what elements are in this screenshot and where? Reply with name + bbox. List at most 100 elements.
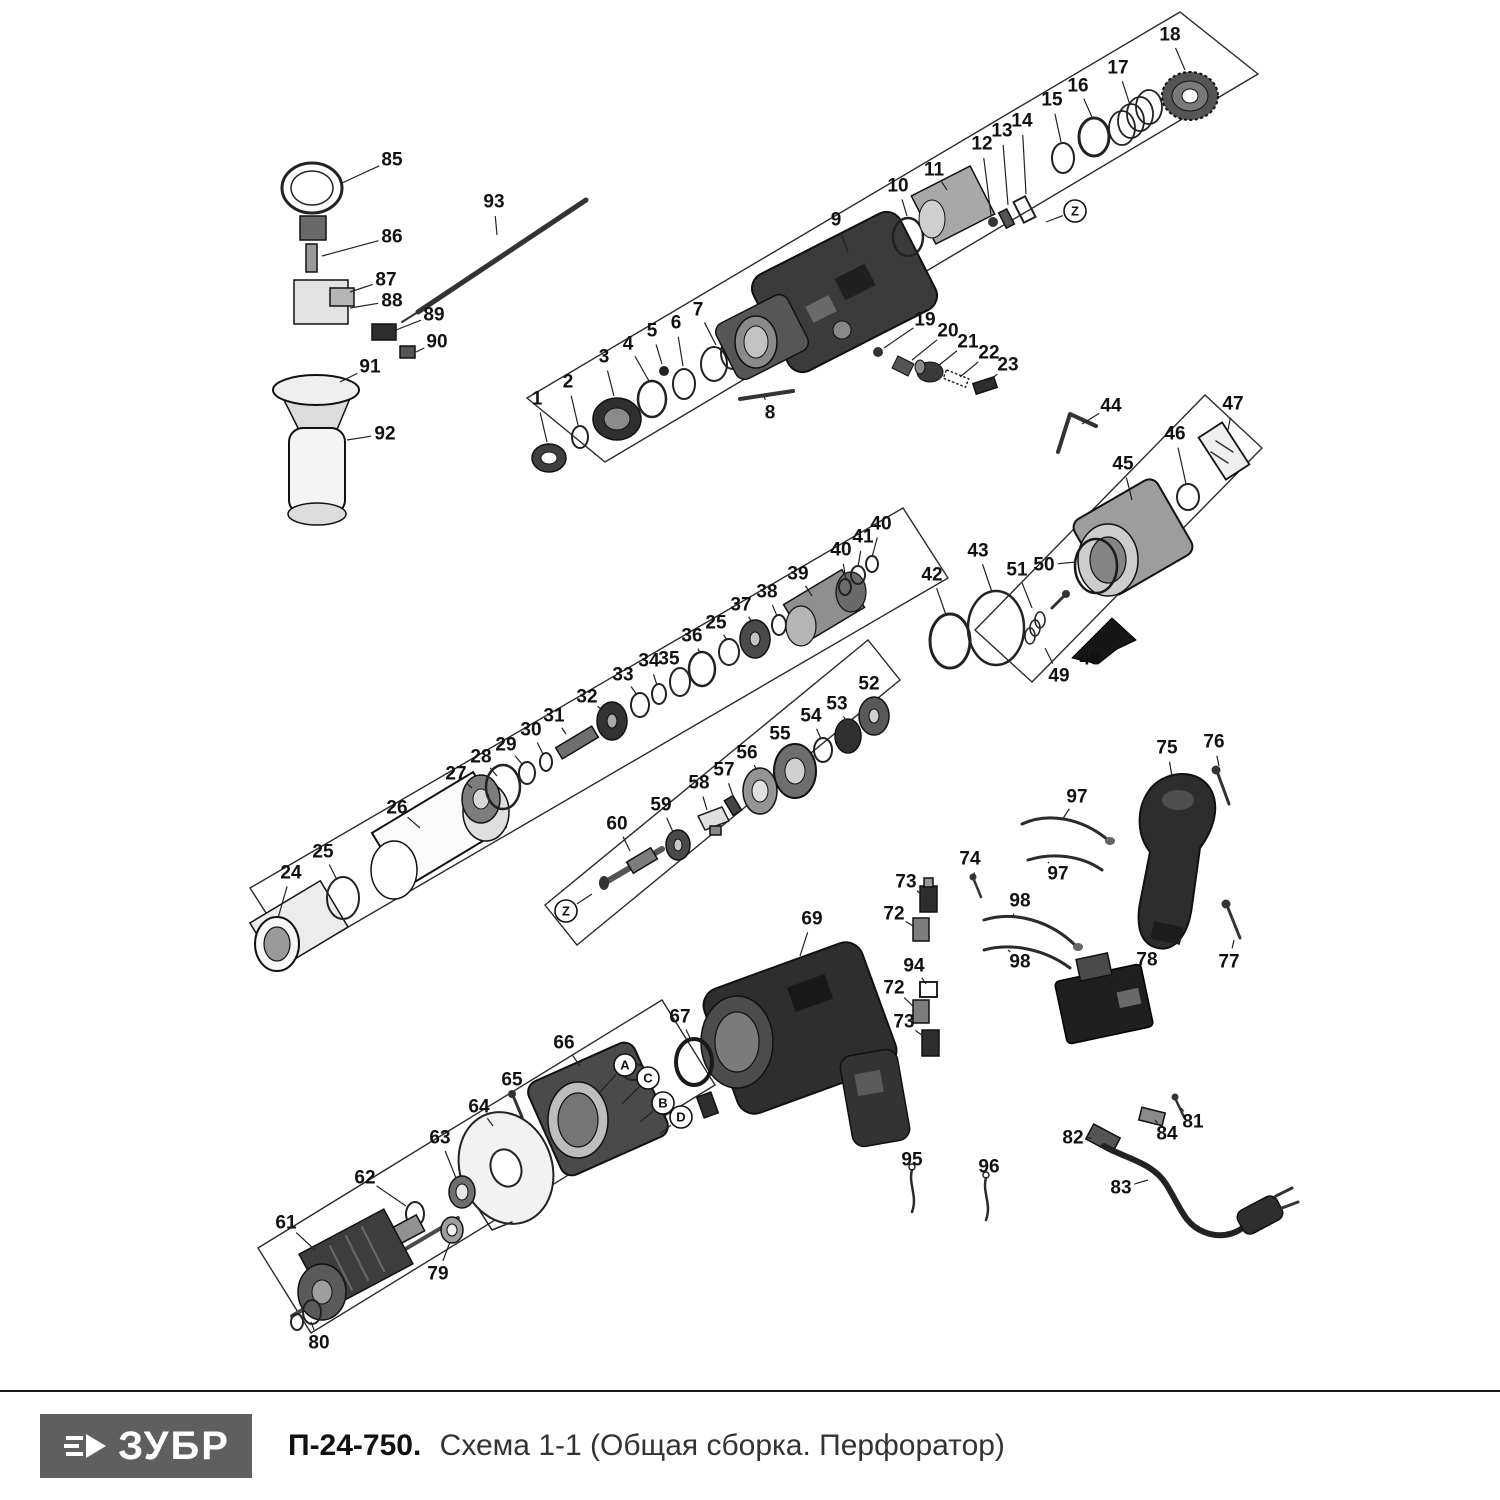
part-label-87: 87	[375, 270, 396, 291]
part-label-81: 81	[1182, 1112, 1204, 1133]
armature-fan-hub	[311, 1279, 333, 1305]
part-label-65: 65	[501, 1070, 523, 1091]
part-label-93: 93	[483, 192, 504, 213]
part-34-ring	[651, 683, 667, 705]
part-98-wire	[982, 915, 1078, 948]
armature-lamination	[329, 1245, 353, 1291]
leader-line	[937, 350, 958, 367]
leader-line	[1044, 647, 1054, 664]
leader-line	[816, 728, 822, 740]
leader-line	[702, 796, 708, 811]
part-label-51: 51	[1006, 560, 1028, 581]
part-84-clamp	[1137, 1106, 1167, 1127]
part-label-26: 26	[386, 798, 407, 819]
stator-bore-inner	[557, 1092, 599, 1148]
part-54-ring	[813, 737, 833, 763]
baffle-hole	[489, 1148, 523, 1188]
part-81-screw-head	[1171, 1093, 1179, 1101]
leader-line	[983, 157, 992, 216]
part-label-64: 64	[468, 1097, 490, 1118]
part-1-nut-hole	[540, 451, 558, 465]
part-37-gear-bore	[749, 631, 761, 647]
part-label-79: 79	[427, 1264, 448, 1285]
ref-badge-Z: Z	[1071, 204, 1079, 219]
leader-line	[1011, 913, 1015, 919]
leader-line	[1177, 447, 1187, 485]
part-label-20: 20	[937, 321, 958, 342]
part-53-gear	[834, 718, 862, 754]
part-label-80: 80	[308, 1333, 329, 1354]
leader-line	[936, 588, 947, 616]
part-42-ring	[928, 612, 972, 670]
part-12-ball	[988, 217, 998, 227]
zubr-logo: ЗУБР	[40, 1414, 252, 1478]
part-label-85: 85	[381, 150, 403, 171]
part-47-connector	[1197, 421, 1251, 481]
leader-line	[921, 977, 927, 985]
leader-line	[1134, 1179, 1149, 1185]
part-label-23: 23	[997, 355, 1018, 376]
part-2-ring	[571, 425, 589, 449]
part-label-13: 13	[991, 121, 1012, 142]
part-label-32: 32	[576, 687, 597, 708]
part-label-7: 7	[693, 300, 704, 321]
part-label-47: 47	[1222, 394, 1243, 415]
part-25-ring-left	[326, 876, 360, 920]
part-38-ring	[771, 614, 787, 636]
part-73-brush-b	[921, 1029, 940, 1057]
part-60-collar	[625, 846, 659, 875]
part-59-bore	[673, 838, 683, 852]
part-label-45: 45	[1112, 454, 1134, 475]
leader-line	[703, 322, 717, 346]
leader-line	[659, 1124, 672, 1135]
leader-line	[1021, 582, 1033, 609]
armature-lamination	[361, 1226, 385, 1272]
part-47-detail	[1215, 440, 1234, 453]
part-55-bore	[784, 757, 806, 785]
part-93-rod	[415, 197, 589, 315]
drill-mode-knob	[832, 320, 852, 340]
part-label-74: 74	[959, 849, 981, 870]
part-label-24: 24	[280, 863, 302, 884]
leader-line	[1231, 939, 1235, 949]
part-56-bore	[751, 779, 769, 803]
motor-grip	[839, 1048, 911, 1148]
part-label-31: 31	[543, 706, 565, 727]
drill-nose-bore	[743, 325, 769, 359]
part-label-54: 54	[800, 706, 822, 727]
part-label-9: 9	[831, 210, 842, 231]
motor-housing-bore	[714, 1011, 760, 1073]
part-35-circlip	[669, 667, 691, 697]
baffle-tab	[477, 1207, 513, 1231]
part-47-detail	[1210, 451, 1229, 464]
part-label-66: 66	[553, 1033, 574, 1054]
leader-line	[1216, 755, 1220, 767]
part-97-wire	[1020, 816, 1110, 842]
leader-line	[871, 537, 878, 558]
leader-line	[599, 1074, 617, 1093]
part-label-73: 73	[895, 872, 916, 893]
drill-housing-detail	[805, 295, 837, 323]
leader-line	[789, 743, 792, 747]
part-6-ring	[672, 368, 696, 400]
part-95-wire	[909, 1168, 916, 1214]
side-handle-strap	[280, 161, 344, 215]
wire-terminal	[1105, 837, 1115, 845]
part-label-86: 86	[381, 227, 402, 248]
part-25-ring-mid	[718, 638, 740, 666]
leader-line	[328, 864, 338, 881]
part-label-97: 97	[1066, 787, 1087, 808]
part-78-switch-terminal	[1116, 987, 1142, 1009]
part-label-22: 22	[978, 343, 999, 364]
part-83-cable	[1101, 1143, 1253, 1239]
part-48-plate	[1071, 617, 1137, 665]
leader-line	[277, 886, 288, 919]
leader-line	[655, 344, 663, 365]
leader-line	[1047, 861, 1050, 864]
part-label-4: 4	[623, 334, 634, 355]
part-label-63: 63	[429, 1128, 450, 1149]
part-76-screw-head	[1211, 765, 1221, 775]
leader-line	[561, 727, 567, 735]
part-label-83: 83	[1110, 1178, 1131, 1199]
